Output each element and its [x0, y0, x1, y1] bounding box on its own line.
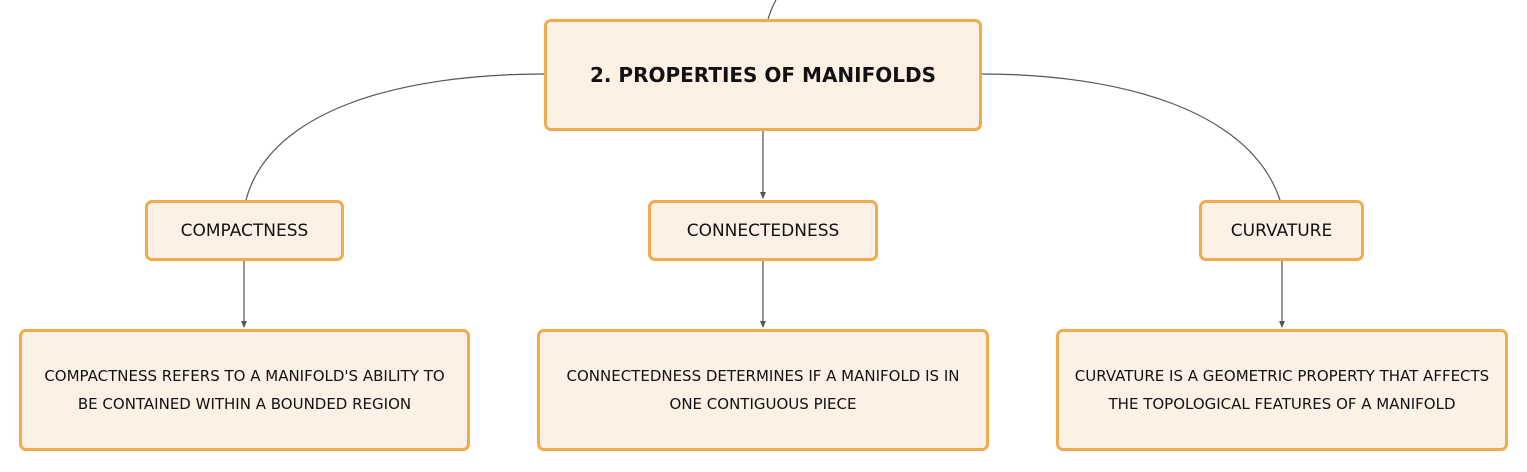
- detail-node-text: CURVATURE IS A GEOMETRIC PROPERTY THAT A…: [1074, 367, 1490, 413]
- branch-node-connectedness[interactable]: CONNECTEDNESS: [648, 200, 878, 261]
- connector-root-compactness: [245, 73, 545, 201]
- branch-node-label: CONNECTEDNESS: [686, 220, 840, 241]
- detail-node-connectedness[interactable]: CONNECTEDNESS DETERMINES IF A MANIFOLD I…: [537, 329, 989, 451]
- branch-node-compactness[interactable]: COMPACTNESS: [145, 200, 344, 261]
- branch-node-curvature[interactable]: CURVATURE: [1199, 200, 1364, 261]
- branch-node-label: COMPACTNESS: [180, 220, 309, 241]
- detail-node-curvature[interactable]: CURVATURE IS A GEOMETRIC PROPERTY THAT A…: [1056, 329, 1508, 451]
- root-node[interactable]: 2. PROPERTIES OF MANIFOLDS: [544, 19, 982, 131]
- detail-node-text: COMPACTNESS REFERS TO A MANIFOLD'S ABILI…: [44, 367, 445, 413]
- detail-node-compactness[interactable]: COMPACTNESS REFERS TO A MANIFOLD'S ABILI…: [19, 329, 470, 451]
- detail-node-text: CONNECTEDNESS DETERMINES IF A MANIFOLD I…: [566, 367, 960, 413]
- connector-root-curvature: [981, 73, 1281, 201]
- parent-connector: [767, 0, 777, 20]
- root-node-label: 2. PROPERTIES OF MANIFOLDS: [589, 63, 937, 87]
- branch-node-label: CURVATURE: [1230, 220, 1333, 241]
